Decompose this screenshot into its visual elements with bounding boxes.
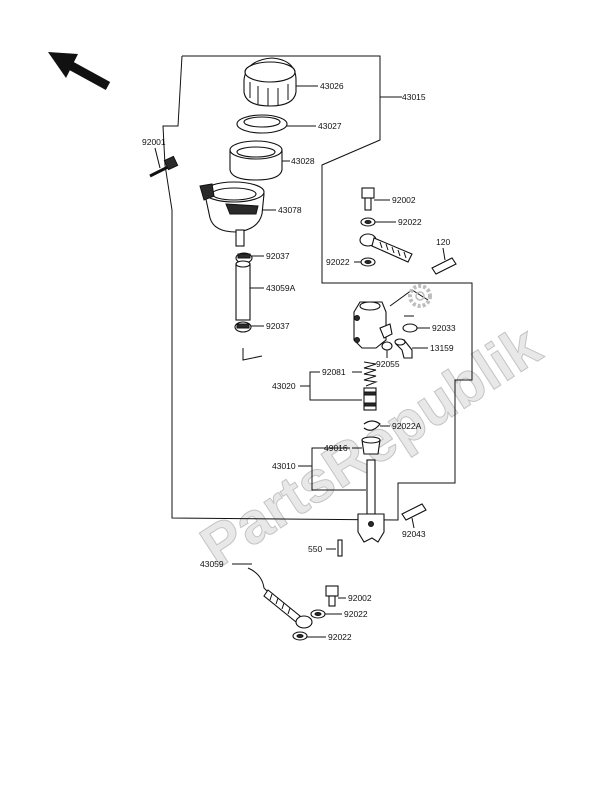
- pin-120: [431, 257, 457, 275]
- label-92037a: 92037: [266, 251, 290, 261]
- label-92022c: 92022: [344, 609, 368, 619]
- label-92022a: 92022: [398, 217, 422, 227]
- reservoir-hose: [235, 260, 251, 321]
- diaphragm: [236, 114, 288, 134]
- reservoir-holder: [199, 181, 265, 247]
- circlip-92033: [402, 323, 418, 333]
- cotter-pin-550: [337, 539, 343, 557]
- label-92037b: 92037: [266, 321, 290, 331]
- master-cylinder-body: [353, 301, 393, 349]
- label-550: 550: [308, 544, 322, 554]
- o-ring-92055: [381, 341, 393, 351]
- label-43020: 43020: [272, 381, 296, 391]
- label-43028: 43028: [291, 156, 315, 166]
- banjo-fitting-upper: [359, 233, 413, 263]
- spring-92081: [363, 361, 378, 387]
- boot-49016: [361, 436, 381, 455]
- label-92022d: 92022: [328, 632, 352, 642]
- label-92022A: 92022A: [392, 421, 422, 431]
- label-92002a: 92002: [392, 195, 416, 205]
- label-92022b: 92022: [326, 257, 350, 267]
- front-arrow-icon: [48, 52, 111, 90]
- label-92001: 92001: [142, 137, 166, 147]
- gear-icon: [408, 284, 432, 308]
- banjo-bolt-upper: [361, 187, 375, 211]
- reservoir-body: [229, 140, 283, 181]
- reservoir-cap: [243, 57, 297, 107]
- label-43059A: 43059A: [266, 283, 296, 293]
- banjo-bolt-lower: [325, 585, 339, 607]
- label-92055: 92055: [376, 359, 400, 369]
- label-43027: 43027: [318, 121, 342, 131]
- label-13159: 13159: [430, 343, 454, 353]
- label-43078: 43078: [278, 205, 302, 215]
- pin-92043: [401, 503, 427, 521]
- label-43015: 43015: [402, 92, 426, 102]
- label-92081: 92081: [322, 367, 346, 377]
- label-43059: 43059: [200, 559, 224, 569]
- label-92033: 92033: [432, 323, 456, 333]
- label-92002b: 92002: [348, 593, 372, 603]
- lower-hose-43059: [247, 567, 313, 629]
- label-43026: 43026: [320, 81, 344, 91]
- elbow-fitting-13159: [394, 338, 413, 359]
- circlip-92022A: [363, 420, 381, 431]
- assembly-outline: [162, 55, 473, 521]
- label-43010: 43010: [272, 461, 296, 471]
- clamp-lower: [234, 321, 252, 333]
- piston-43020: [363, 387, 377, 411]
- label-92043: 92043: [402, 529, 426, 539]
- label-120: 120: [436, 237, 450, 247]
- push-rod-43010: [357, 459, 385, 543]
- screw-92001: [149, 155, 179, 178]
